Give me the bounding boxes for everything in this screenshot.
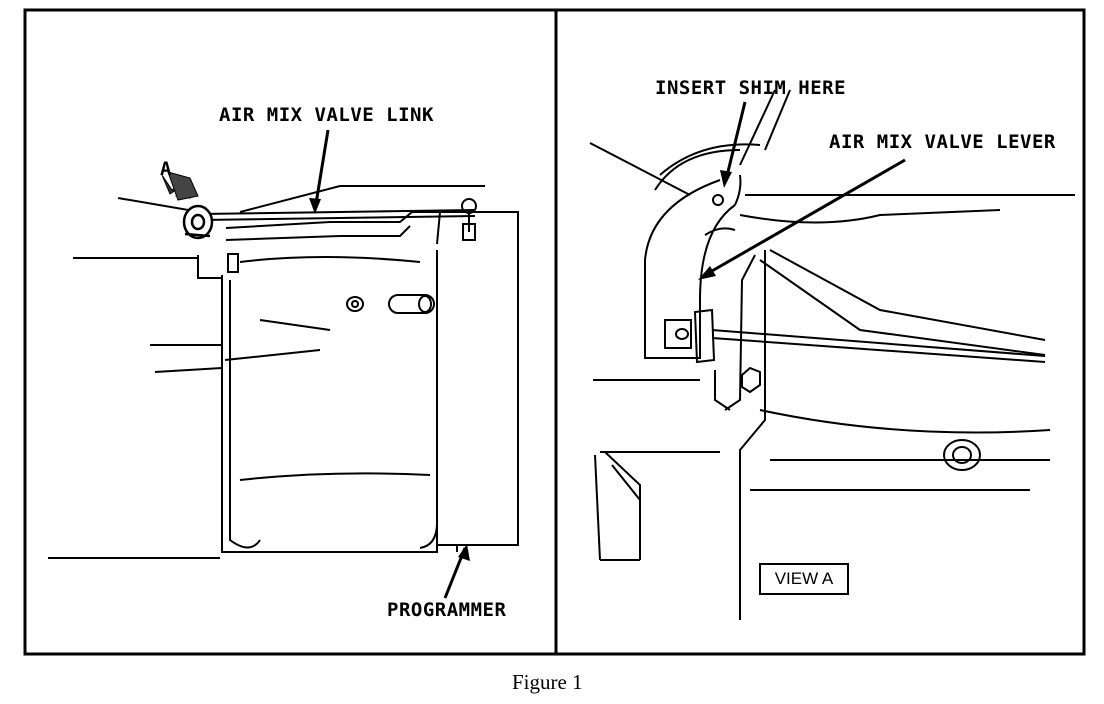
view-a-label: VIEW A (759, 563, 849, 595)
programmer-leader-arrowhead (458, 544, 470, 561)
lever-leader-arrowhead (698, 266, 716, 280)
view-a-assembly (589, 89, 1075, 620)
air-mix-valve-lever-label: AIR MIX VALVE LEVER (829, 131, 1056, 153)
air-mix-valve-link (199, 209, 476, 221)
view-a-direction-arrow (161, 171, 199, 201)
figure-caption: Figure 1 (512, 670, 583, 694)
insert-shim-label: INSERT SHIM HERE (655, 77, 847, 99)
shim-leader-line (724, 101, 747, 181)
arrow-letter-label: A (160, 158, 172, 180)
air-mix-valve-link-label: AIR MIX VALVE LINK (219, 104, 434, 126)
programmer-label: PROGRAMMER (387, 599, 507, 621)
link-leader-arrowhead (309, 198, 321, 214)
lever-leader-line (704, 158, 906, 277)
link-pivot-clip (182, 204, 214, 240)
shim-leader-arrowhead (720, 170, 732, 188)
link-leader-line (313, 129, 330, 211)
programmer-assembly (48, 185, 519, 559)
